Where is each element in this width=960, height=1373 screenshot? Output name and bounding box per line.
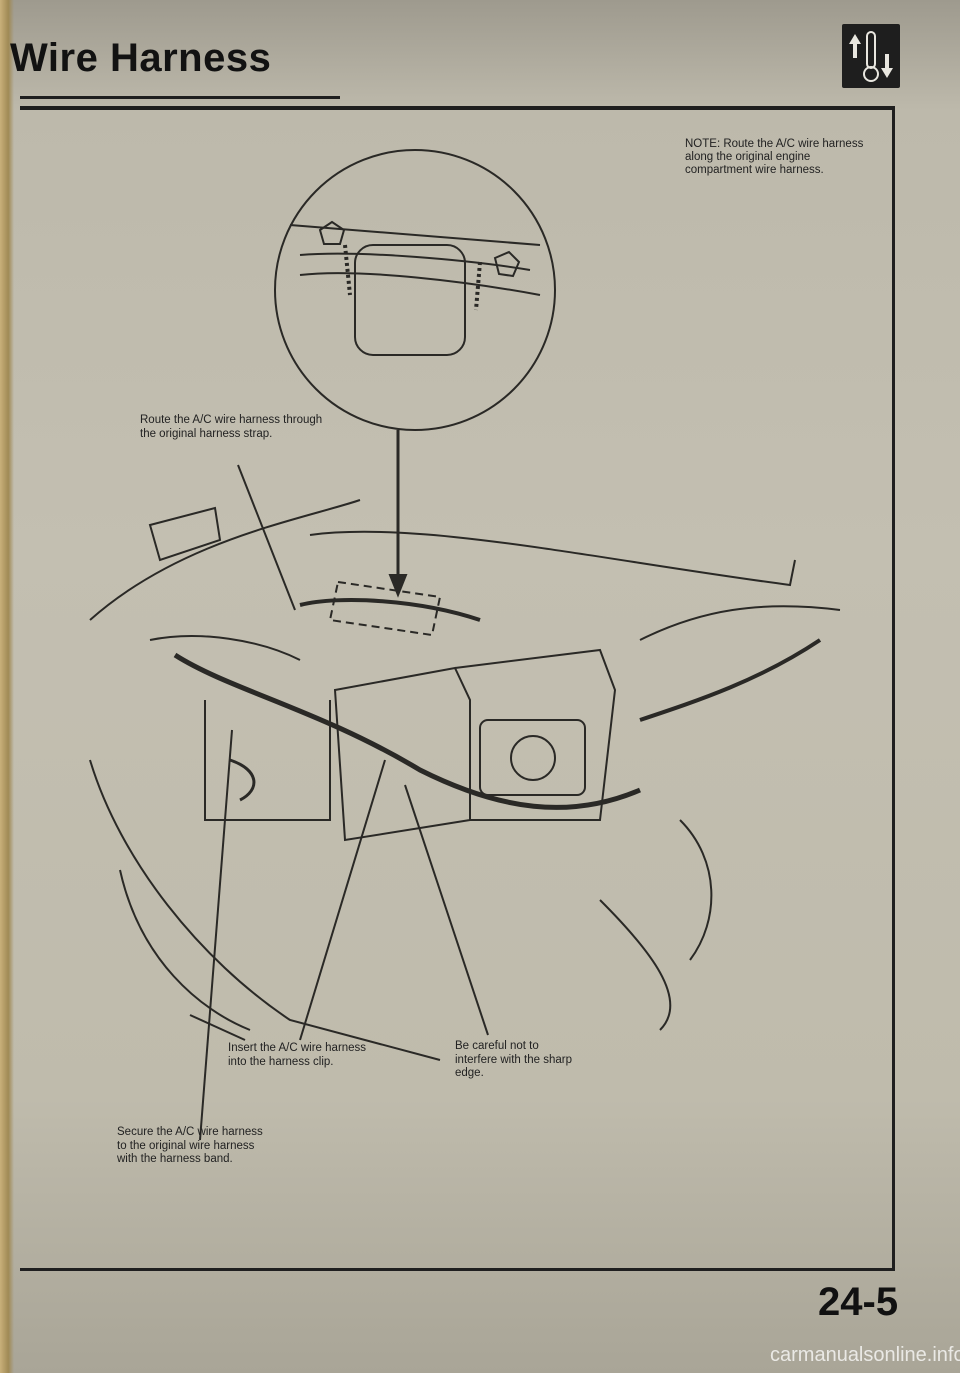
page-number: 24-5 xyxy=(818,1280,899,1324)
frame-top-edge xyxy=(20,96,340,111)
callout-secure-band: Secure the A/C wire harness to the origi… xyxy=(117,1126,263,1165)
page-title: Wire Harness xyxy=(10,36,272,80)
callout-insert-clip: Insert the A/C wire harness into the har… xyxy=(228,1042,367,1068)
note-text: NOTE: Route the A/C wire harness along t… xyxy=(685,138,864,176)
content-frame xyxy=(20,106,895,1271)
detail-magnifier-circle xyxy=(274,149,556,431)
callout-careful-edge: Be careful not to interfere with the sha… xyxy=(455,1040,572,1079)
callout-route-strap: Route the A/C wire harness through the o… xyxy=(140,414,323,440)
thermometer-icon xyxy=(842,24,900,88)
page-spine-edge xyxy=(0,0,14,1373)
watermark-text: carmanualsonline.info xyxy=(770,1344,960,1366)
